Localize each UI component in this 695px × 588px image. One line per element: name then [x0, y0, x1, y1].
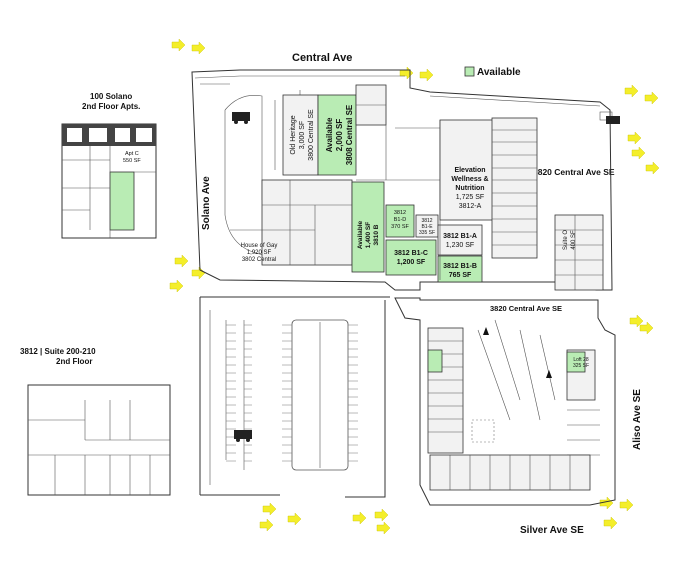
inset-solano-subtitle: 2nd Floor Apts.	[82, 102, 140, 111]
apt-c-sf: 550 SF	[123, 158, 141, 164]
loft-28-l1: Loft 28	[573, 357, 589, 363]
avail-3810-l3: 3810 B	[373, 224, 380, 245]
heritage-l1: Old Heritage	[290, 115, 297, 154]
direction-arrow-icon	[259, 518, 274, 532]
elevation-l3: Nutrition	[455, 185, 484, 192]
direction-arrow-icon	[627, 131, 642, 145]
truck-icon	[606, 116, 620, 124]
elevation-l5: 3812-A	[459, 203, 482, 210]
label-3820-inner: 3820 Central Ave SE	[490, 304, 562, 313]
unit-3812-b1c[interactable]	[385, 239, 437, 276]
b1e-l2: B1-E	[421, 224, 433, 230]
unit-loft-28[interactable]	[566, 351, 586, 373]
direction-arrow-icon	[174, 254, 189, 268]
avail-3810-l2: 1,400 SF	[365, 222, 372, 248]
label-3820-block: 3820 Central Ave SE	[533, 167, 615, 177]
loft-28-l2: 325 SF	[573, 363, 589, 369]
heritage-l3: 3800 Central SE	[308, 109, 315, 161]
direction-arrow-icon	[352, 511, 367, 525]
direction-arrows	[169, 38, 660, 535]
direction-arrow-icon	[645, 161, 660, 175]
direction-arrow-icon	[629, 314, 644, 328]
direction-arrow-icon	[262, 502, 277, 516]
direction-arrow-icon	[374, 508, 389, 522]
street-silver-ave: Silver Ave SE	[520, 525, 584, 536]
b1e-l1: 3812	[421, 218, 432, 224]
avail-3810-l1: Available	[357, 220, 364, 249]
street-solano-ave: Solano Ave	[201, 176, 212, 230]
direction-arrow-icon	[376, 521, 391, 535]
b1b-l2: 765 SF	[449, 272, 472, 279]
direction-arrow-icon	[619, 498, 634, 512]
unit-3812-b1b[interactable]	[437, 255, 483, 283]
direction-arrow-icon	[603, 516, 618, 530]
direction-arrow-icon	[287, 512, 302, 526]
house-of-gay-l3: 3802 Central	[242, 257, 276, 263]
b1d-l3: 370 SF	[391, 224, 409, 230]
unit-3812-b1d[interactable]	[385, 204, 415, 238]
direction-arrow-icon	[399, 66, 414, 80]
unit-available-3810[interactable]	[351, 181, 385, 273]
b1d-l2: B1-D	[394, 217, 407, 223]
legend-swatch	[464, 66, 475, 77]
b1d-l1: 3812	[394, 210, 406, 216]
inset-suite-subtitle: 2nd Floor	[56, 357, 92, 366]
suite-o-l1: Suite O	[563, 230, 569, 250]
truck-icons	[232, 112, 620, 442]
truck-icon	[232, 112, 250, 124]
house-of-gay-l1: House of Gay	[241, 243, 278, 249]
b1c-l2: 1,200 SF	[397, 259, 426, 266]
southeast-block	[394, 297, 616, 506]
direction-arrow-icon	[191, 41, 206, 55]
truck-icon	[234, 430, 252, 442]
b1b-l1: 3812 B1-B	[443, 263, 477, 270]
parking-lot	[199, 296, 390, 498]
apt-c-label: Apt C	[125, 151, 139, 157]
street-aliso-ave: Aliso Ave SE	[632, 389, 643, 450]
direction-arrow-icon	[644, 91, 659, 105]
direction-arrow-icon	[631, 146, 646, 160]
avail-3808-l1: Available	[325, 117, 334, 152]
direction-arrow-icon	[599, 496, 614, 510]
direction-arrow-icon	[624, 84, 639, 98]
b1a-l2: 1,230 SF	[446, 242, 474, 249]
inset-suite-title: 3812 | Suite 200-210	[20, 347, 96, 356]
avail-3808-l3: 3808 Central SE	[345, 104, 354, 165]
elevation-l4: 1,725 SF	[456, 194, 484, 201]
house-of-gay-l2: 1,920 SF	[247, 250, 272, 256]
b1e-l3: 335 SF	[419, 230, 435, 236]
direction-arrow-icon	[191, 266, 206, 280]
heritage-l2: 3,000 SF	[299, 121, 306, 149]
elevation-l2: Wellness &	[451, 176, 488, 183]
direction-arrow-icon	[171, 38, 186, 52]
inset-solano-title: 100 Solano	[90, 92, 132, 101]
unit-available-3808[interactable]	[317, 94, 357, 176]
suite-o-l2: 400 SF	[571, 230, 577, 250]
inset-suite-plan	[27, 384, 171, 496]
direction-arrow-icon	[419, 68, 434, 82]
avail-3808-l2: 2,000 SF	[335, 119, 344, 152]
unit-labels: Available 2,000 SF 3808 Central SE Old H…	[241, 104, 589, 369]
street-central-ave: Central Ave	[292, 52, 352, 64]
inset-solano-plan: Apt C 550 SF	[61, 123, 157, 239]
unit-loft-green-1[interactable]	[427, 349, 443, 373]
b1a-l1: 3812 B1-A	[443, 233, 477, 240]
b1c-l1: 3812 B1-C	[394, 250, 428, 257]
elevation-l1: Elevation	[454, 167, 485, 174]
direction-arrow-icon	[169, 279, 184, 293]
direction-arrow-icon	[639, 321, 654, 335]
legend-label: Available	[477, 67, 521, 78]
